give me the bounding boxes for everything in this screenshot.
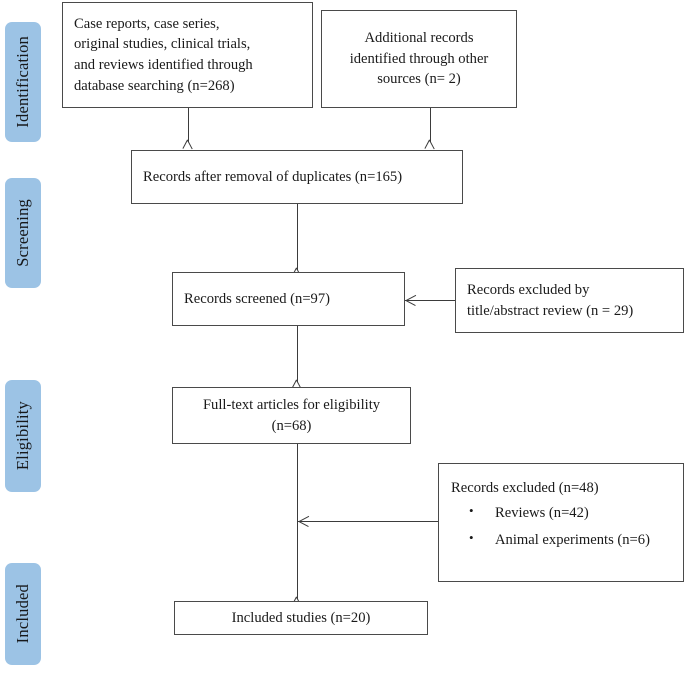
stage-label-eligibility: Eligibility [13,401,32,471]
box-included-studies: Included studies (n=20) [174,601,428,635]
records-excluded-reason-list: Reviews (n=42) Animal experiments (n=6) [439,502,683,558]
box-records-screened: Records screened (n=97) [172,272,405,326]
box-records-screened-text: Records screened (n=97) [184,290,331,307]
stage-label-screening: Screening [13,199,32,267]
connector-excluded48-to-spine [298,521,438,522]
box-full-text-eligibility-text: Full-text articles for eligibility (n=68… [202,396,381,434]
box-database-records-text: Case reports, case series, original stud… [74,15,253,94]
box-other-sources-text: Additional records identified through ot… [349,29,489,88]
connector-other-to-duplicates [430,108,431,142]
box-full-text-eligibility: Full-text articles for eligibility (n=68… [172,387,411,444]
box-excluded-title-abstract: Records excluded by title/abstract revie… [455,268,684,333]
connector-duplicates-to-screened [297,204,298,270]
box-records-excluded: Records excluded (n=48) Reviews (n=42) A… [438,463,684,582]
box-excluded-title-abstract-text: Records excluded by title/abstract revie… [467,281,634,319]
stage-label-identification: Identification [13,36,32,128]
box-other-sources: Additional records identified through ot… [321,10,517,108]
records-excluded-reason-item: Animal experiments (n=6) [469,529,675,551]
stage-label-included: Included [13,584,32,644]
box-after-duplicates-text: Records after removal of duplicates (n=1… [143,168,403,185]
stage-pill-screening: Screening [5,178,41,288]
box-records-excluded-heading: Records excluded (n=48) [451,480,599,496]
connector-excluded-to-screened [405,300,455,301]
records-excluded-reason-item: Reviews (n=42) [469,502,675,524]
stage-pill-identification: Identification [5,22,41,142]
stage-pill-eligibility: Eligibility [5,380,41,492]
box-included-studies-text: Included studies (n=20) [231,609,371,626]
stage-pill-included: Included [5,563,41,665]
connector-database-to-duplicates [188,108,189,142]
box-after-duplicates: Records after removal of duplicates (n=1… [131,150,463,204]
box-database-records: Case reports, case series, original stud… [62,2,313,108]
connector-screened-to-fulltext [297,326,298,382]
